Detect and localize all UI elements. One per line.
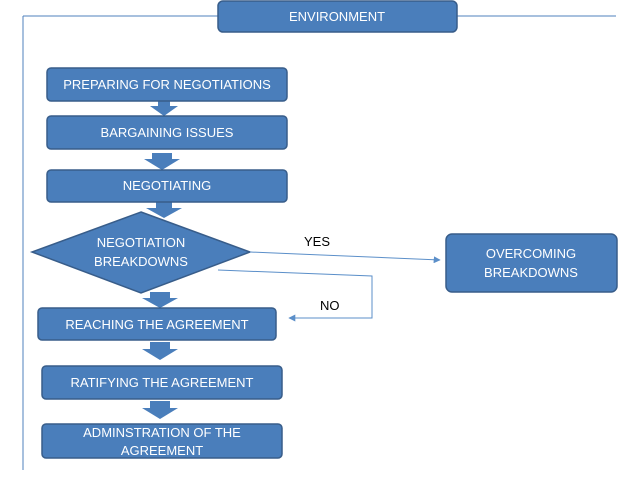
step-administration-label-line2: AGREEMENT — [121, 443, 203, 458]
step-reaching-label: REACHING THE AGREEMENT — [65, 317, 248, 332]
overcoming-breakdowns-box: OVERCOMING BREAKDOWNS — [445, 233, 618, 293]
environment-label: ENVIRONMENT — [289, 9, 385, 24]
step-negotiating-box: NEGOTIATING — [46, 169, 288, 203]
step-reaching-box: REACHING THE AGREEMENT — [37, 307, 277, 341]
environment-box: ENVIRONMENT — [217, 0, 458, 33]
yes-connector: YES — [249, 234, 441, 264]
down-arrow-2 — [144, 153, 180, 170]
down-arrow-6 — [142, 401, 178, 419]
down-arrow-5 — [142, 342, 178, 360]
no-connector: NO — [217, 269, 373, 322]
step-ratifying-label: RATIFYING THE AGREEMENT — [71, 375, 254, 390]
overcoming-label-line2: BREAKDOWNS — [484, 265, 578, 280]
environment-frame — [22, 15, 616, 470]
step-bargaining-box: BARGAINING ISSUES — [46, 115, 288, 150]
down-arrow-1 — [150, 101, 178, 116]
yes-label: YES — [304, 234, 330, 249]
step-administration-box: ADMINSTRATION OF THE AGREEMENT — [41, 423, 283, 459]
step-preparing-box: PREPARING FOR NEGOTIATIONS — [46, 67, 288, 102]
overcoming-label-line1: OVERCOMING — [486, 246, 576, 261]
step-negotiating-label: NEGOTIATING — [123, 178, 212, 193]
decision-breakdowns-label-line1: NEGOTIATION — [97, 235, 186, 250]
no-arrow — [217, 269, 373, 322]
down-arrow-4 — [142, 292, 178, 308]
yes-arrow — [249, 251, 441, 264]
step-administration-label-line1: ADMINSTRATION OF THE — [83, 425, 241, 440]
step-preparing-label: PREPARING FOR NEGOTIATIONS — [63, 77, 271, 92]
decision-breakdowns-label-line2: BREAKDOWNS — [94, 254, 188, 269]
step-ratifying-box: RATIFYING THE AGREEMENT — [41, 365, 283, 400]
step-bargaining-label: BARGAINING ISSUES — [101, 125, 234, 140]
no-label: NO — [320, 298, 340, 313]
down-arrow-3 — [146, 202, 182, 218]
down-arrows — [142, 101, 182, 419]
decision-breakdowns-diamond: NEGOTIATION BREAKDOWNS — [29, 211, 253, 294]
